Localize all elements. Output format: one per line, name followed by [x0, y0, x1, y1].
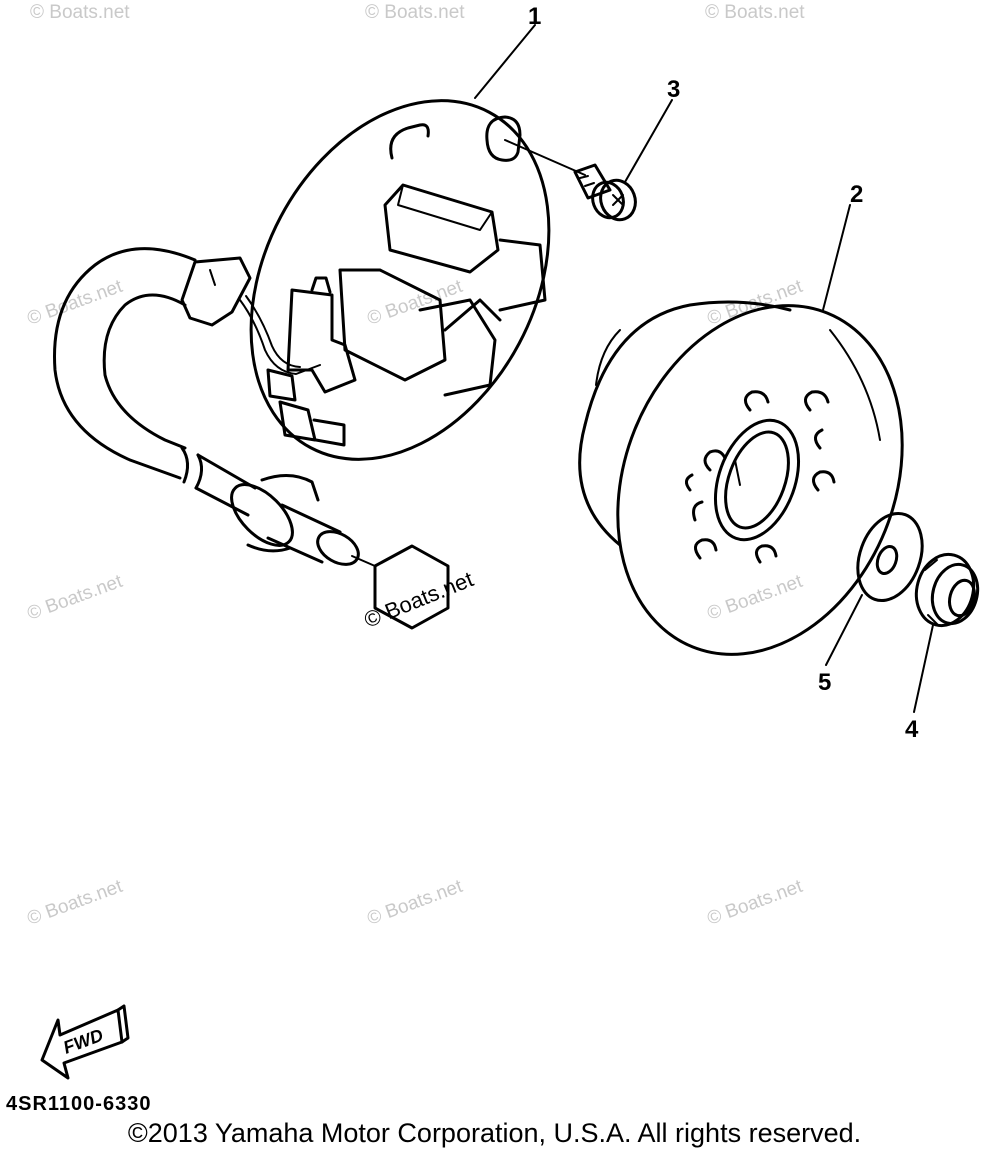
watermark: © Boats.net: [705, 571, 806, 625]
callout-4: 4: [905, 716, 919, 743]
fwd-label: FWD: [61, 1025, 106, 1058]
watermark: © Boats.net: [25, 571, 126, 625]
stator-assembly: [53, 99, 586, 630]
fwd-arrow-icon: FWD: [40, 1004, 130, 1080]
screw: [573, 163, 637, 222]
watermark-layer: © Boats.net © Boats.net © Boats.net © Bo…: [25, 2, 806, 930]
washer: [856, 511, 924, 603]
callout-5: 5: [818, 669, 831, 696]
callout-1: 1: [528, 3, 541, 30]
leader-lines: [474, 24, 934, 713]
watermark: © Boats.net: [25, 876, 126, 930]
watermark: © Boats.net: [30, 2, 130, 23]
callout-2: 2: [850, 181, 863, 208]
flange-nut: [914, 552, 980, 628]
part-code: 4SR1100-6330: [6, 1093, 151, 1115]
callout-3: 3: [667, 76, 680, 103]
copyright-notice: ©2013 Yamaha Motor Corporation, U.S.A. A…: [127, 1118, 862, 1148]
watermark: © Boats.net: [705, 2, 805, 23]
flywheel-rotor: [578, 300, 904, 656]
watermark: © Boats.net: [365, 876, 466, 930]
watermark: © Boats.net: [365, 2, 465, 23]
watermark: © Boats.net: [705, 876, 806, 930]
